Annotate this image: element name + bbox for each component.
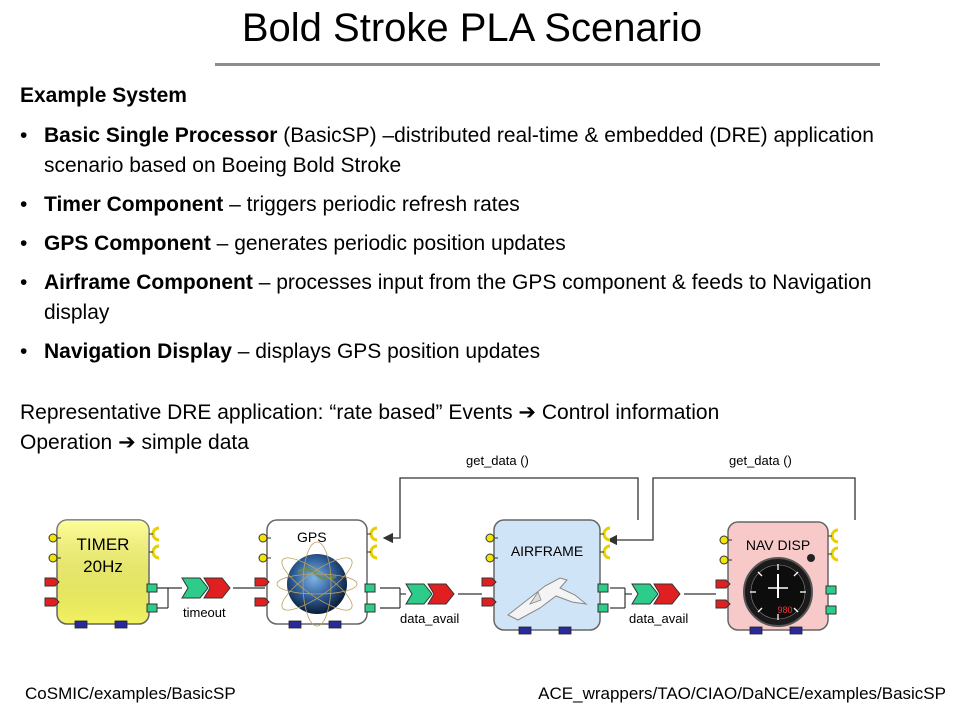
facet-port [830, 528, 839, 544]
event-connector-data-avail-2[interactable]: data_avail [629, 583, 688, 626]
airframe-component[interactable]: AIRFRAME [493, 519, 601, 631]
bullet-term: Timer Component [44, 193, 224, 216]
bullet-description: – triggers periodic refresh rates [223, 193, 520, 216]
receptacle-port [48, 553, 58, 563]
bullet-item: •GPS Component – generates periodic posi… [20, 232, 566, 255]
connection-label: data_avail [629, 611, 688, 626]
bullet-item: •Navigation Display – displays GPS posit… [20, 340, 541, 363]
attribute-port [328, 620, 342, 629]
airplane-icon [507, 577, 588, 621]
bullet-description: – generates periodic position updates [210, 232, 566, 255]
attribute-port [114, 620, 128, 629]
timer-component[interactable]: TIMER 20Hz [56, 519, 150, 625]
bullet-term: Airframe Component [44, 271, 253, 294]
bullet-description: – displays GPS position updates [231, 340, 541, 363]
component-label: TIMER [77, 535, 130, 554]
facet-port [151, 544, 160, 560]
event-sink-port [254, 577, 270, 587]
event-source-port [146, 603, 158, 613]
receptacle-port [485, 553, 495, 563]
event-sink-port [715, 579, 731, 589]
get-data-call-1: get_data () [382, 453, 639, 544]
receptacle-port [258, 553, 268, 563]
event-sink-port [481, 577, 497, 587]
receptacle-port [48, 533, 58, 543]
connection-label: timeout [183, 605, 226, 620]
attribute-port [518, 626, 532, 635]
facet-port [830, 546, 839, 562]
bullet-item: •Timer Component – triggers periodic ref… [20, 193, 520, 216]
event-source-port [825, 585, 837, 595]
component-ports [44, 526, 839, 635]
bullet-term: GPS Component [44, 232, 211, 255]
event-source-port [825, 605, 837, 615]
component-label: GPS [297, 529, 327, 545]
page-title: Bold Stroke PLA Scenario [241, 6, 703, 50]
event-sink-port [715, 599, 731, 609]
facet-port [602, 526, 611, 542]
connection-label: data_avail [400, 611, 459, 626]
bullet-item: •Airframe Component – processes input fr… [20, 271, 872, 324]
attribute-port [74, 620, 88, 629]
event-sink-port [254, 597, 270, 607]
bullet-description: (BasicSP) –distributed real-time & embed… [44, 124, 874, 177]
component-label: AIRFRAME [511, 543, 583, 559]
attribute-port [558, 626, 572, 635]
attribute-port [749, 626, 763, 635]
facet-port [151, 526, 160, 542]
event-sink-port [481, 597, 497, 607]
attribute-port [789, 626, 803, 635]
receptacle-port [485, 533, 495, 543]
event-sink-port [44, 577, 60, 587]
event-connector-timeout[interactable]: timeout [181, 577, 231, 620]
attribute-port [288, 620, 302, 629]
connection-lines [152, 587, 716, 609]
bullet-term: Basic Single Processor [44, 124, 278, 147]
footer-left-path: CoSMIC/examples/BasicSP [25, 684, 236, 703]
get-data-call-2: get_data () [606, 453, 856, 546]
navigation-instrument-icon: 980 [743, 554, 815, 627]
gps-component[interactable]: GPS [266, 519, 368, 627]
bullet-term: Navigation Display [44, 340, 232, 363]
right-arrow-icon: ➔ [518, 401, 537, 424]
facet-port [602, 544, 611, 560]
globe-satellite-icon [276, 541, 358, 627]
bullet-list: •Basic Single Processor (BasicSP) –distr… [20, 121, 940, 376]
component-label: NAV DISP [746, 537, 810, 553]
receptacle-port [719, 535, 729, 545]
event-source-port [597, 603, 609, 613]
nav-readout: 980 [777, 605, 792, 615]
title-rule [215, 63, 880, 66]
footer-right-path: ACE_wrappers/TAO/CIAO/DaNCE/examples/Bas… [538, 684, 946, 703]
component-sublabel: 20Hz [83, 557, 123, 576]
event-source-port [364, 603, 376, 613]
event-source-port [146, 583, 158, 593]
section-heading: Example System [20, 84, 187, 107]
event-sink-port [44, 597, 60, 607]
call-label: get_data () [729, 453, 792, 468]
event-source-port [364, 583, 376, 593]
right-arrow-icon: ➔ [118, 431, 136, 454]
bullet-item: •Basic Single Processor (BasicSP) –distr… [20, 124, 874, 177]
receptacle-port [719, 555, 729, 565]
event-source-port [597, 583, 609, 593]
call-label: get_data () [466, 453, 529, 468]
nav-disp-component[interactable]: NAV DISP 980 [727, 521, 829, 631]
representative-text: Representative DRE application: “rate ba… [20, 401, 720, 454]
bullet-description: – processes input from the GPS component… [44, 271, 872, 324]
receptacle-port [258, 533, 268, 543]
facet-port [369, 526, 378, 542]
facet-port [369, 544, 378, 560]
event-connector-data-avail-1[interactable]: data_avail [400, 583, 459, 626]
